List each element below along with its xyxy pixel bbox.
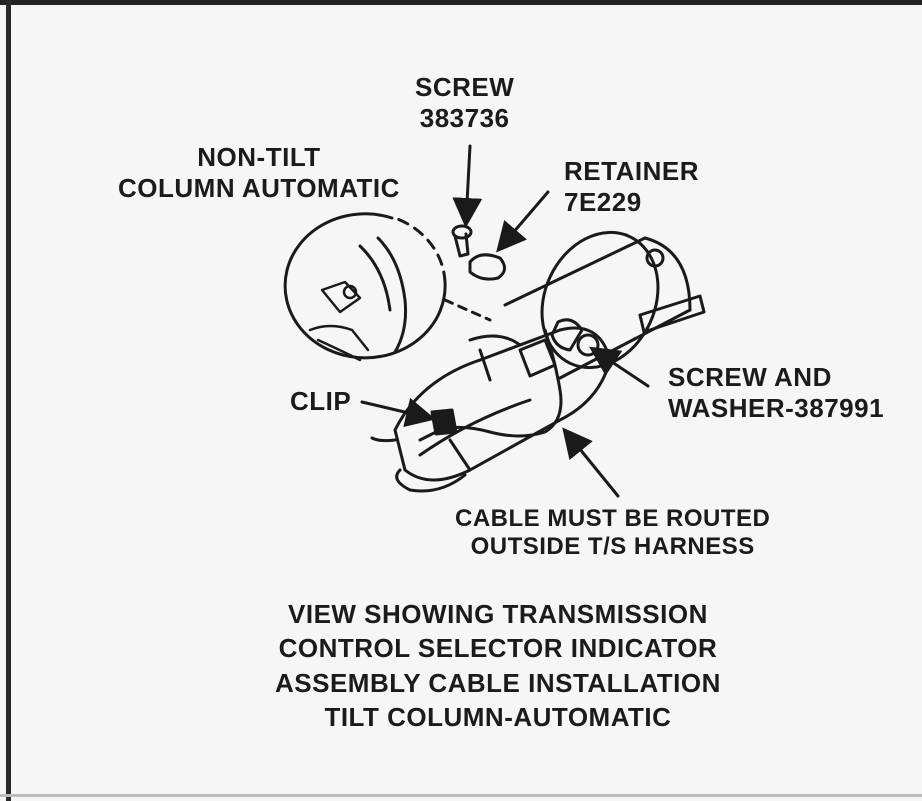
- screw-part-number: 383736: [419, 102, 510, 133]
- screw-arrow: [452, 144, 483, 228]
- non-tilt-label-line1: NON-TILT: [197, 142, 321, 172]
- screw-washer-arrow: [589, 346, 650, 388]
- non-tilt-label: NON-TILT COLUMN AUTOMATIC: [118, 142, 400, 203]
- frame-bottom-border: [0, 794, 922, 797]
- steering-column-tube: [503, 230, 706, 380]
- screw-label: SCREW 383736: [415, 72, 514, 133]
- screw-washer-label-line2: WASHER-387991: [668, 392, 885, 423]
- screw-part: [451, 224, 473, 258]
- clip-label: CLIP: [290, 386, 351, 417]
- screw-washer-label-line1: SCREW AND: [668, 362, 832, 392]
- non-tilt-detail-inset: [283, 212, 447, 362]
- selector-cable: [418, 328, 563, 442]
- non-tilt-label-line2: COLUMN AUTOMATIC: [118, 172, 400, 203]
- caption-line2: CONTROL SELECTOR INDICATOR: [278, 633, 718, 664]
- cable-arrow: [562, 427, 620, 498]
- cable-end: [370, 436, 397, 443]
- retainer-arrow: [496, 190, 550, 253]
- clip-part: [430, 408, 458, 436]
- clip-label-text: CLIP: [290, 386, 352, 416]
- shift-lever-housing: [393, 326, 612, 493]
- screw-washer-part: [550, 318, 600, 357]
- screw-label-name: SCREW: [415, 72, 515, 102]
- caption-line3: ASSEMBLY CABLE INSTALLATION: [275, 667, 721, 698]
- figure-caption: VIEW SHOWING TRANSMISSION CONTROL SELECT…: [275, 597, 721, 734]
- retainer-label: RETAINER 7E229: [564, 156, 699, 217]
- retainer-label-name: RETAINER: [564, 156, 699, 186]
- leader-arrows: [360, 144, 650, 498]
- caption-line4: TILT COLUMN-AUTOMATIC: [324, 701, 672, 732]
- frame-top-border: [0, 0, 922, 5]
- retainer-part: [468, 253, 506, 281]
- inset-connector: [443, 298, 492, 322]
- frame-left-border: [6, 0, 11, 801]
- cable-note-label: CABLE MUST BE ROUTED OUTSIDE T/S HARNESS: [455, 505, 770, 562]
- cable-note-line1: CABLE MUST BE ROUTED: [455, 505, 771, 532]
- retainer-part-number: 7E229: [564, 186, 642, 217]
- clip-arrow: [360, 397, 436, 428]
- screw-washer-label: SCREW AND WASHER-387991: [668, 362, 884, 423]
- caption-line1: VIEW SHOWING TRANSMISSION: [288, 599, 708, 629]
- cable-note-line2: OUTSIDE T/S HARNESS: [470, 533, 755, 561]
